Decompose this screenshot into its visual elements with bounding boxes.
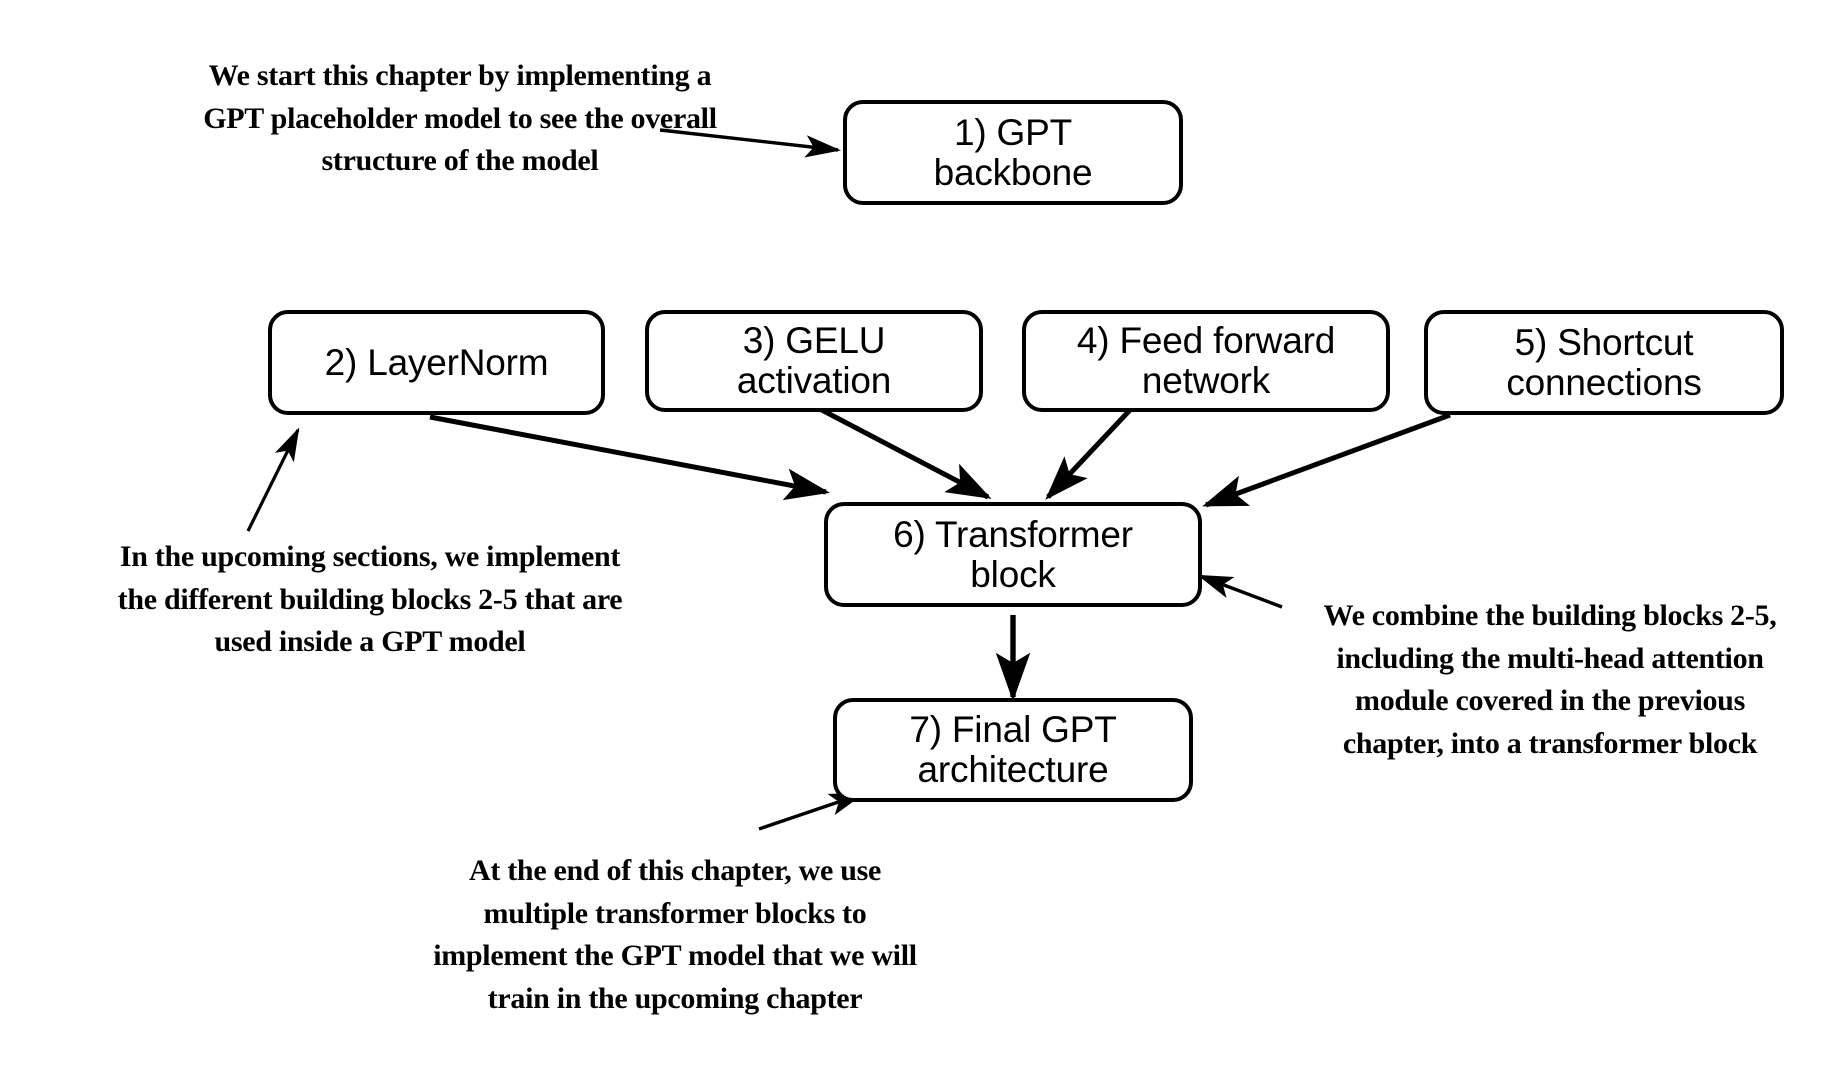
node-final-gpt-architecture[interactable]: 7) Final GPT architecture — [833, 698, 1193, 802]
edge-shortcut-to-transformer — [1202, 412, 1451, 508]
annotation-note-bottom: At the end of this chapter, we use multi… — [433, 854, 917, 1015]
node-shortcut-connections[interactable]: 5) Shortcut connections — [1424, 310, 1784, 415]
edge-note-right-to-transformer — [1197, 574, 1283, 609]
annotation-note-middle-left: In the upcoming sections, we implement t… — [117, 540, 623, 659]
node-feed-forward[interactable]: 4) Feed forward network — [1022, 310, 1390, 412]
annotation-note-top-left: We start this chapter by implementing a … — [203, 59, 717, 178]
edge-gelu-to-transformer — [816, 405, 992, 500]
node-transformer-block[interactable]: 6) Transformer block — [824, 502, 1202, 607]
node-gpt-backbone[interactable]: 1) GPT backbone — [843, 100, 1183, 205]
node-gelu-activation[interactable]: 3) GELU activation — [645, 310, 983, 412]
edge-layernorm-to-transformer — [429, 414, 830, 501]
edge-feedforward-to-transformer — [1045, 408, 1132, 500]
node-layernorm[interactable]: 2) LayerNorm — [268, 310, 605, 415]
annotation-note-right: We combine the building blocks 2-5, incl… — [1323, 599, 1777, 760]
edge-note-middle-left-to-layernorm — [246, 427, 300, 532]
